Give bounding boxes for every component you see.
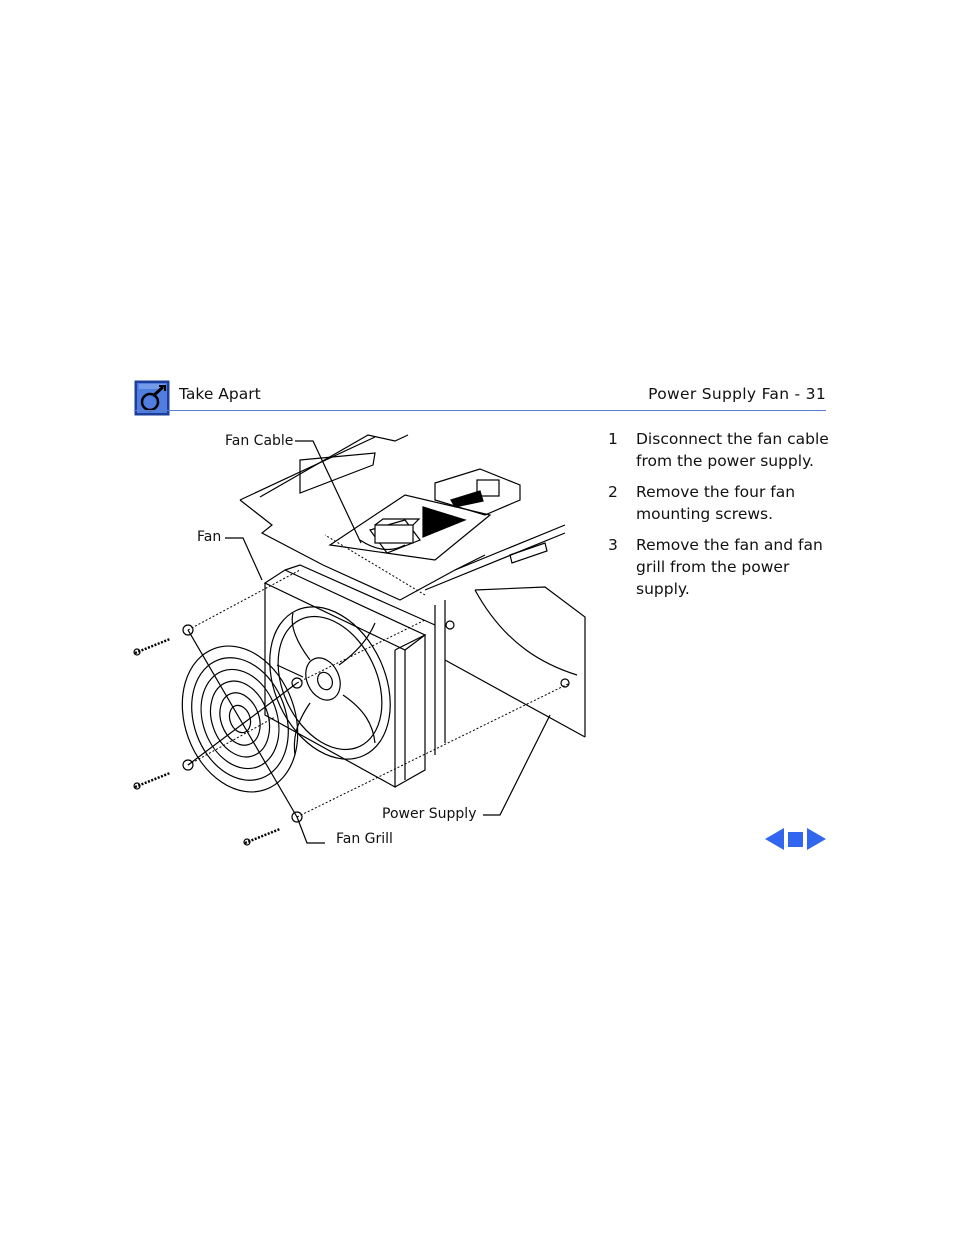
step-number: 1 [608,430,618,448]
callout-power-supply: Power Supply [382,806,477,822]
step-text: Remove the four fan mounting screws. [636,483,796,523]
step-number: 2 [608,483,618,501]
manual-wrench-icon [134,380,170,416]
header-divider [134,410,826,411]
step-item: 2 Remove the four fan mounting screws. [608,481,838,525]
step-item: 3 Remove the fan and fan grill from the … [608,534,838,600]
step-text: Remove the fan and fan grill from the po… [636,536,823,598]
home-button[interactable] [788,831,803,851]
step-number: 3 [608,536,618,554]
step-item: 1 Disconnect the fan cable from the powe… [608,428,838,472]
next-page-button[interactable] [807,828,826,854]
left-arrow-icon [765,828,784,850]
page-title: Power Supply Fan - 31 [648,385,826,403]
square-icon [788,831,803,847]
power-supply-fan-illustration [125,425,595,855]
instruction-steps: 1 Disconnect the fan cable from the powe… [608,428,838,609]
step-text: Disconnect the fan cable from the power … [636,430,829,470]
section-title: Take Apart [179,385,261,403]
callout-fan-cable: Fan Cable [225,433,294,449]
page-navigation [765,828,826,854]
callout-fan-grill: Fan Grill [336,831,393,847]
right-arrow-icon [807,828,826,850]
callout-fan: Fan [197,529,222,545]
previous-page-button[interactable] [765,828,784,854]
